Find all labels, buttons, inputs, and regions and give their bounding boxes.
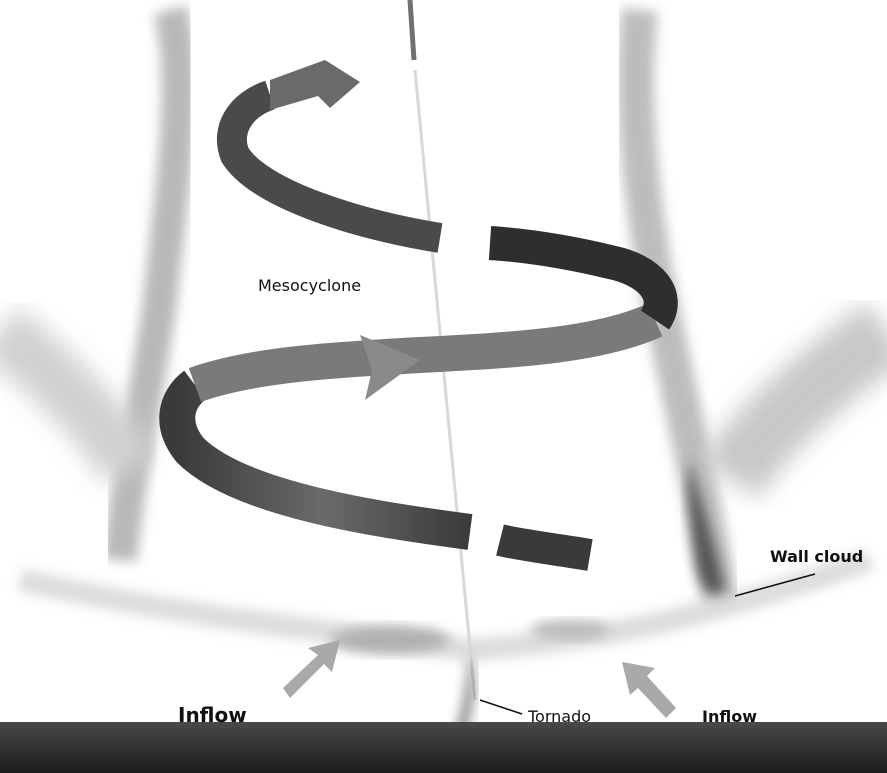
mesocyclone-label: Mesocyclone: [258, 276, 361, 295]
wall-cloud-label: Wall cloud: [770, 547, 863, 566]
inflow-left-label: Inflow: [178, 703, 247, 727]
inflow-right-label: Inflow: [702, 707, 757, 726]
ground: [0, 722, 887, 773]
tornado-label: Tornado: [527, 707, 591, 726]
